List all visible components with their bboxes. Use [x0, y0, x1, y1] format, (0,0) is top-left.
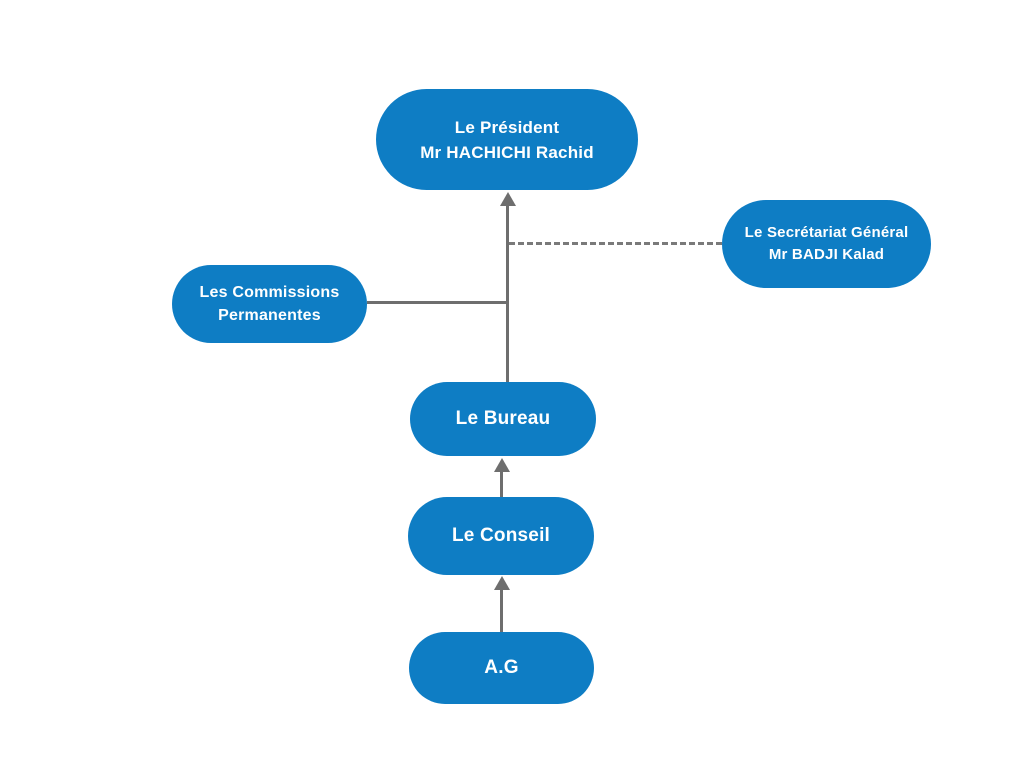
connector-secretariat-dashed-line: [509, 242, 722, 245]
arrowhead-to-bureau: [494, 458, 510, 472]
connector-commissions-line: [367, 301, 508, 304]
node-commissions-line1: Les Commissions: [199, 284, 340, 301]
node-secretariat-title: Le Secrétariat Général: [744, 224, 909, 241]
node-bureau: Le Bureau: [410, 382, 596, 456]
node-conseil: Le Conseil: [408, 497, 594, 575]
node-assemblee-generale: A.G: [409, 632, 594, 704]
node-commissions-line2: Permanentes: [218, 307, 321, 324]
node-secretariat-general: Le Secrétariat Général Mr BADJI Kalad: [722, 200, 931, 288]
node-president-name: Mr HACHICHI Rachid: [420, 142, 594, 162]
node-president-title: Le Président: [454, 117, 560, 137]
connector-bureau-president-line: [506, 204, 509, 382]
node-ag-label: A.G: [484, 657, 519, 678]
connector-conseil-bureau-line: [500, 470, 503, 497]
arrowhead-to-president: [500, 192, 516, 206]
node-commissions-permanentes: Les Commissions Permanentes: [172, 265, 367, 343]
node-president: Le Président Mr HACHICHI Rachid: [376, 89, 638, 190]
node-secretariat-name: Mr BADJI Kalad: [768, 246, 885, 263]
node-conseil-label: Le Conseil: [451, 525, 551, 546]
node-bureau-label: Le Bureau: [455, 408, 551, 429]
arrowhead-to-conseil: [494, 576, 510, 590]
connector-ag-conseil-line: [500, 588, 503, 632]
